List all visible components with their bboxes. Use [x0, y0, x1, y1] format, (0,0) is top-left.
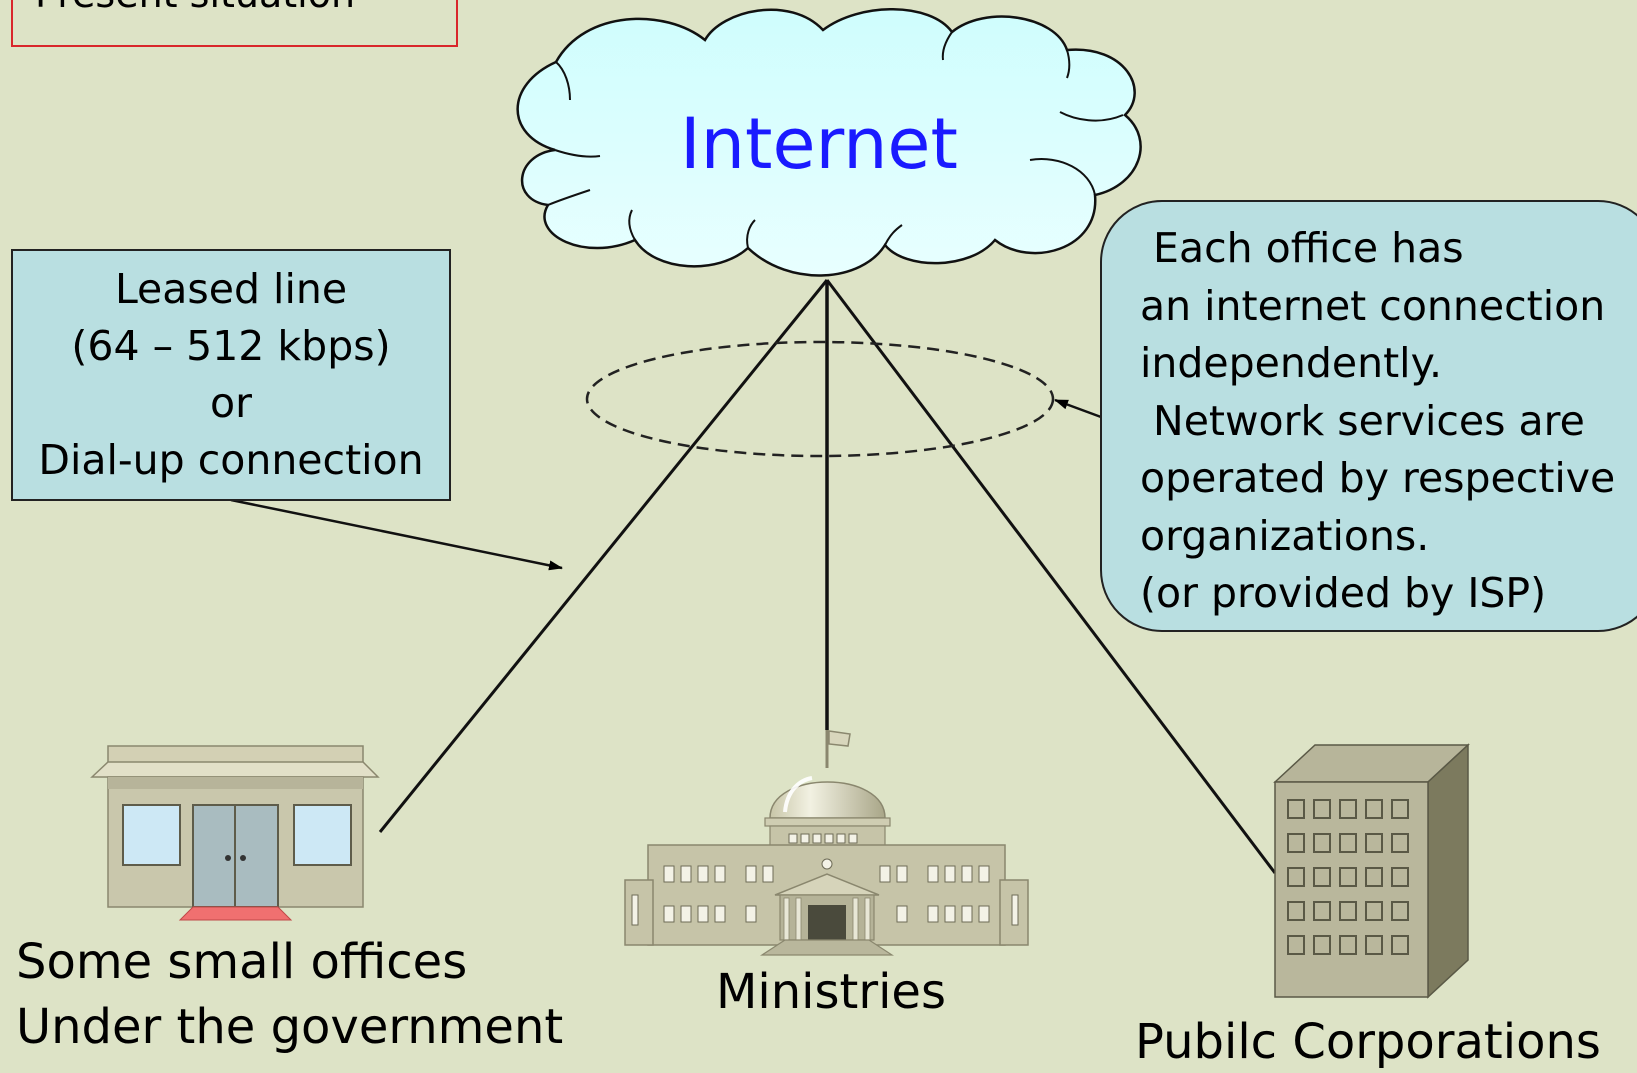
info-callout-text: Each office has an internet connection i…	[1140, 220, 1615, 623]
info-callout: Each office has an internet connection i…	[1100, 200, 1637, 632]
info-line-2: an internet connection	[1140, 281, 1606, 330]
info-line-3: independently.	[1140, 339, 1443, 387]
slide-title: Present situation	[35, 0, 355, 16]
public-corporations-building-icon	[1273, 743, 1470, 999]
small-office-icon	[90, 745, 380, 921]
info-callout-arrow	[1054, 398, 1102, 419]
ministries-label: Ministries	[716, 964, 946, 1020]
leased-line-text-4: Dial-up connection	[38, 436, 424, 484]
leased-line-text-1: Leased line	[114, 265, 348, 313]
connection-line-small-offices	[378, 279, 829, 833]
title-box: Present situation	[11, 0, 458, 47]
dashed-ellipse	[585, 340, 1055, 458]
leased-line-text-3: or	[210, 379, 252, 427]
internet-cloud	[516, 8, 1142, 277]
internet-label: Internet	[680, 103, 958, 185]
info-line-1: Each office has	[1140, 224, 1464, 272]
small-offices-label-line-2: Under the government	[16, 999, 564, 1055]
leased-line-callout: Leased line (64 – 512 kbps) or Dial-up c…	[11, 249, 451, 501]
connection-line-public-corporations	[825, 279, 1277, 874]
leased-line-arrow	[230, 498, 563, 571]
small-offices-label: Some small offices Under the government	[16, 930, 563, 1060]
info-line-7: (or provided by ISP)	[1140, 569, 1547, 617]
ministries-building-icon	[624, 730, 1029, 956]
info-line-4: Network services are	[1140, 396, 1585, 445]
info-line-6: organizations.	[1140, 511, 1430, 560]
public-corporations-label: Pubilc Corporations	[1135, 1014, 1601, 1070]
info-line-5: operated by respective	[1140, 454, 1616, 502]
small-offices-label-line-1: Some small offices	[16, 934, 468, 990]
leased-line-text-2: (64 – 512 kbps)	[71, 322, 391, 370]
